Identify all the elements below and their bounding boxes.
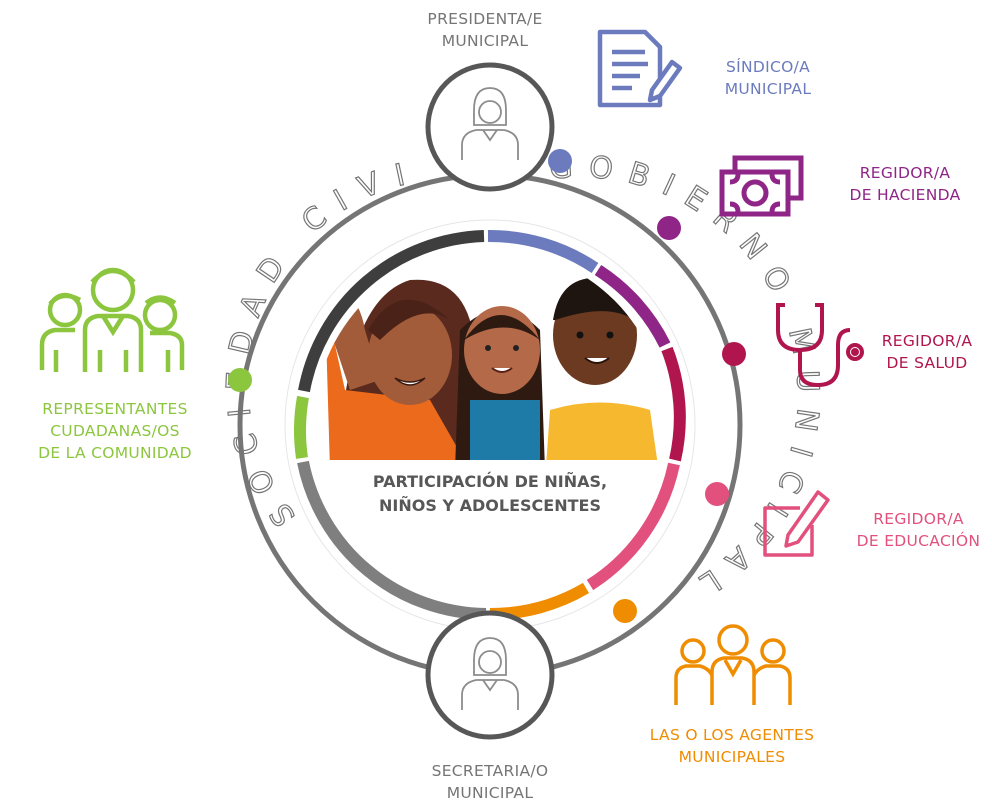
dot-sindico (548, 149, 572, 173)
label-hacienda: REGIDOR/A DE HACIENDA (849, 164, 961, 204)
segment-educacion (586, 462, 680, 591)
person-icon (461, 87, 519, 160)
document-pen-icon (597, 29, 683, 108)
dot-salud (722, 342, 746, 366)
label-salud: REGIDOR/A DE SALUD (881, 332, 973, 372)
segment-dark (298, 230, 485, 393)
edit-icon (763, 490, 830, 557)
money-icon (719, 155, 804, 217)
dot-agentes (613, 599, 637, 623)
stethoscope-icon (776, 303, 864, 388)
group-icon (674, 624, 792, 705)
segment-civil (294, 395, 309, 459)
segment-sindico (487, 229, 599, 274)
label-sindico: SÍNDICO/A MUNICIPAL (724, 58, 812, 98)
inner-segments (294, 229, 686, 621)
label-presidenta: PRESIDENTA/E MUNICIPAL (427, 10, 543, 50)
label-agentes: LAS O LOS AGENTES MUNICIPALES (649, 726, 815, 766)
segment-salud (661, 346, 686, 462)
person-icon (461, 637, 519, 710)
center-title: PARTICIPACIÓN DE NIÑAS, NIÑOS Y ADOLESCE… (372, 472, 608, 515)
group-icon-left (39, 267, 185, 372)
label-secretaria: SECRETARIA/O MUNICIPAL (431, 762, 549, 802)
label-representantes: REPRESENTANTES CUDADANAS/OS DE LA COMUNI… (38, 400, 192, 462)
dot-educacion (705, 482, 729, 506)
secretaria-node (425, 610, 555, 740)
segment-secretaria (297, 460, 487, 620)
label-educacion: REGIDOR/A DE EDUCACIÓN (856, 510, 981, 550)
dot-civil (228, 368, 252, 392)
dot-hacienda (657, 216, 681, 240)
segment-hacienda (594, 264, 671, 348)
presidenta-node (425, 62, 555, 192)
